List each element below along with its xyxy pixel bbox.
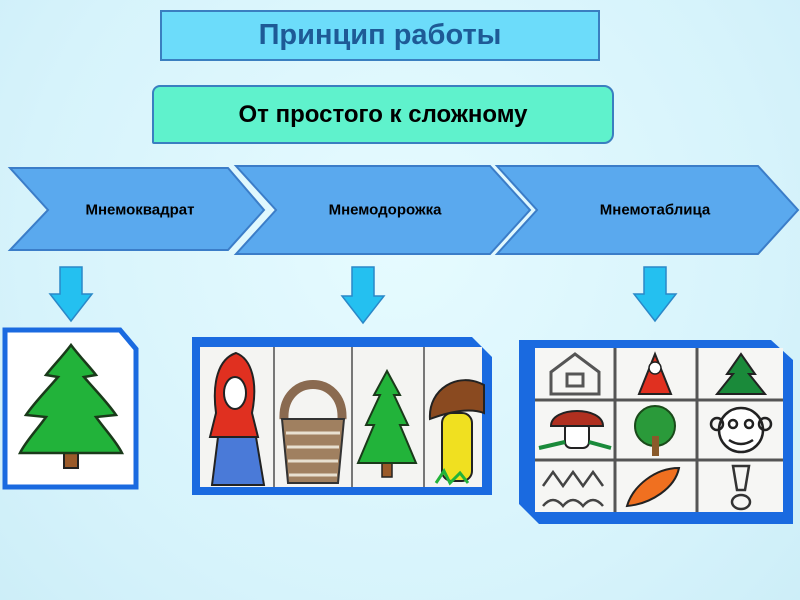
subtitle: От простого к сложному [238, 100, 528, 128]
fir-tree-icon [17, 342, 125, 469]
mnemo-square-picture [2, 327, 139, 490]
red-riding-hood-icon [637, 351, 673, 395]
chevron-step-3 [494, 165, 800, 255]
mnemo-table-picture [519, 340, 793, 524]
down-arrow-icon [48, 266, 94, 323]
monkey-face-icon [709, 406, 773, 454]
basket-icon [279, 380, 347, 484]
exclamation-icon [730, 464, 752, 511]
tree-icon [634, 405, 676, 456]
mushroom-icon [538, 410, 612, 450]
down-arrow-icon [340, 266, 386, 325]
carrot-icon [625, 466, 681, 508]
title-box: Принцип работы [160, 10, 600, 61]
page-title: Принцип работы [258, 19, 502, 51]
down-arrow-icon [632, 266, 678, 323]
mushroom-icon [428, 379, 485, 486]
step-label-2: Мнемодорожка [328, 201, 442, 219]
step-label-3: Мнемотаблица [599, 201, 711, 219]
red-riding-hood-icon [208, 351, 266, 486]
chevron-step-1 [7, 167, 266, 251]
fir-tree-icon [714, 352, 768, 395]
step-label-1: Мнемоквадрат [85, 201, 195, 219]
chevron-step-2 [233, 165, 532, 255]
zigzag-icon [541, 469, 605, 508]
house-icon [549, 352, 601, 396]
process-chevrons [7, 165, 800, 255]
fir-tree-icon [356, 368, 418, 478]
subtitle-box: От простого к сложному [152, 85, 614, 144]
mnemo-track-picture [192, 337, 492, 495]
